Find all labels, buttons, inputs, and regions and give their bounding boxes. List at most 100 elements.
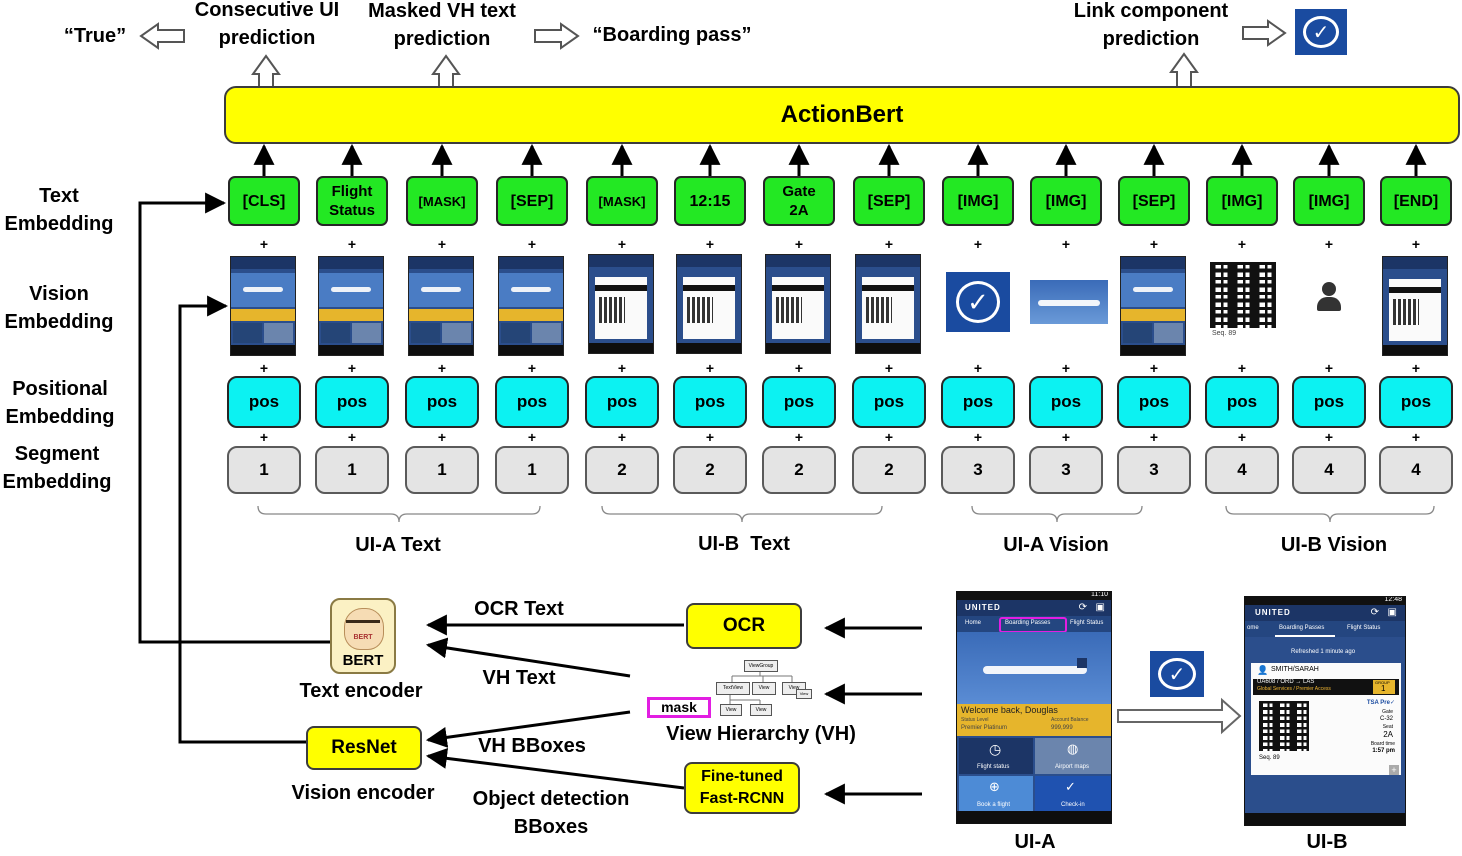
- segment-token-6: 2: [762, 446, 836, 494]
- vision-seq-label: Seq. 89: [1212, 330, 1237, 337]
- plus-sign: +: [884, 236, 894, 252]
- plus-sign: +: [437, 360, 447, 376]
- plus-sign: +: [973, 360, 983, 376]
- uib-thumbnail: [765, 254, 831, 354]
- uia-thumbnail: [498, 256, 564, 356]
- uib-seat: 2A: [1383, 730, 1393, 739]
- qr-code-icon: [1259, 701, 1309, 751]
- uib-group: 1: [1381, 684, 1386, 693]
- qr-code-icon: [1210, 262, 1276, 328]
- refresh-icon: ⟳: [1078, 602, 1087, 613]
- uia-hero: [957, 632, 1111, 704]
- view-hierarchy-label: View Hierarchy (VH): [666, 723, 856, 745]
- text-encoder-feedback-line: [138, 192, 330, 644]
- airplane-icon: [983, 666, 1087, 674]
- check-icon: ✓: [1158, 657, 1196, 691]
- segment-token-7: 2: [852, 446, 926, 494]
- segment-token-4: 2: [585, 446, 659, 494]
- uia-tab-flight-status[interactable]: Flight Status: [1070, 620, 1104, 626]
- group-label-uib-vision: UI-B Vision: [1280, 534, 1388, 556]
- text-token-11: [IMG]: [1206, 176, 1278, 226]
- uib-route: UA608 / ORD → LAS: [1257, 679, 1315, 685]
- uia-tile-check-in[interactable]: ✓ Check-in: [1035, 776, 1111, 812]
- person-crop: [1315, 282, 1343, 314]
- resnet-box: ResNet: [306, 726, 422, 770]
- plus-sign: +: [1237, 429, 1247, 445]
- plus-sign: +: [1149, 429, 1159, 445]
- text-token-2: [MASK]: [406, 176, 478, 226]
- text-token-12: [IMG]: [1293, 176, 1365, 226]
- check-icon: ✓: [1302, 15, 1340, 49]
- arrow-vh-to-bert: [425, 637, 631, 678]
- object-detection-bboxes-label: Object detection BBoxes: [472, 788, 630, 838]
- uib-boarding-card[interactable]: 👤 SMITH/SARAH UA608 / ORD → LAS Global S…: [1251, 663, 1401, 775]
- vh-bboxes-label: VH BBoxes: [478, 735, 586, 757]
- uib-seq: Seq. 89: [1259, 755, 1280, 761]
- uib-tab-boarding-passes[interactable]: Boarding Passes: [1279, 625, 1325, 631]
- plus-sign: +: [259, 236, 269, 252]
- plus-sign: +: [1237, 236, 1247, 252]
- uib-thumbnail: [855, 254, 921, 354]
- positional-token-3: pos: [495, 376, 569, 428]
- uib-thumbnail: [588, 254, 654, 354]
- person-body: [1317, 297, 1341, 311]
- hollow-arrow-true: [139, 22, 185, 50]
- qr-code-crop: Seq. 89: [1210, 262, 1276, 342]
- uia-statusbar: 11:10: [957, 592, 1111, 600]
- plus-sign: +: [347, 360, 357, 376]
- group-label-uib-text: UI-B Text: [698, 533, 790, 555]
- bert-label: BERT: [342, 652, 384, 669]
- uib-screenshot: 12:48 UNITED ⟳ ▣ ome Boarding Passes Fli…: [1244, 596, 1406, 826]
- actionbert-model-bar: ActionBert: [224, 86, 1460, 144]
- uia-tile-book-flight[interactable]: ⊕ Book a flight: [959, 776, 1033, 812]
- uia-tile-3-label: Book a flight: [977, 802, 1011, 808]
- cards-icon: ▣: [1387, 607, 1397, 618]
- plus-sign: +: [347, 236, 357, 252]
- positional-token-8: pos: [941, 376, 1015, 428]
- plus-sign: +: [1324, 360, 1334, 376]
- output-true: “True”: [63, 25, 127, 47]
- group-brace-3: [1225, 505, 1435, 523]
- text-token-1: Flight Status: [316, 176, 388, 226]
- text-token-4: [MASK]: [586, 176, 658, 226]
- uib-board-label: Board time: [1370, 741, 1395, 747]
- positional-token-1: pos: [315, 376, 389, 428]
- plus-sign: +: [884, 429, 894, 445]
- uia-tab-boarding-passes[interactable]: Boarding Passes: [1005, 620, 1051, 626]
- positional-token-4: pos: [585, 376, 659, 428]
- uib-tab-home[interactable]: ome: [1247, 625, 1259, 631]
- plus-sign: +: [259, 429, 269, 445]
- positional-token-0: pos: [227, 376, 301, 428]
- plus-sign: +: [794, 236, 804, 252]
- positional-token-12: pos: [1292, 376, 1366, 428]
- vh-leaf-2: View: [750, 704, 772, 716]
- airplane-crop: [1030, 280, 1108, 324]
- airplane-tail: [1077, 658, 1087, 668]
- uib-brand: UNITED: [1255, 608, 1291, 617]
- uib-tab-flight-status[interactable]: Flight Status: [1347, 625, 1381, 631]
- uib-thumbnail: [1382, 256, 1448, 356]
- group-braces: [257, 505, 1435, 523]
- positional-token-7: pos: [852, 376, 926, 428]
- plus-sign: +: [973, 429, 983, 445]
- uia-tab-home[interactable]: Home: [965, 620, 982, 626]
- uib-time: 12:48: [1384, 596, 1402, 603]
- uia-tile-flight-status[interactable]: ◷ Flight status: [959, 738, 1033, 774]
- uib-navbar: [1245, 813, 1405, 825]
- uib-tsa: TSA Pre✓: [1366, 700, 1395, 706]
- uib-tabs: ome Boarding Passes Flight Status: [1245, 621, 1405, 637]
- uia-tile-1-label: Flight status: [977, 764, 1010, 770]
- plus-sign: +: [1061, 236, 1071, 252]
- positional-embedding-label: Positional Embedding: [5, 378, 115, 428]
- group-brace-2: [971, 505, 1143, 523]
- plus-sign: +: [259, 360, 269, 376]
- plus-sign: +: [794, 429, 804, 445]
- text-token-10: [SEP]: [1118, 176, 1190, 226]
- uia-welcome: Welcome back, Douglas: [961, 705, 1058, 715]
- uia-tile-airport-maps[interactable]: ◍ Airport maps: [1035, 738, 1111, 774]
- plus-sign: +: [794, 360, 804, 376]
- plus-sign: +: [1149, 360, 1159, 376]
- segment-token-3: 1: [495, 446, 569, 494]
- plus-circle-icon: ⊕: [989, 779, 1000, 794]
